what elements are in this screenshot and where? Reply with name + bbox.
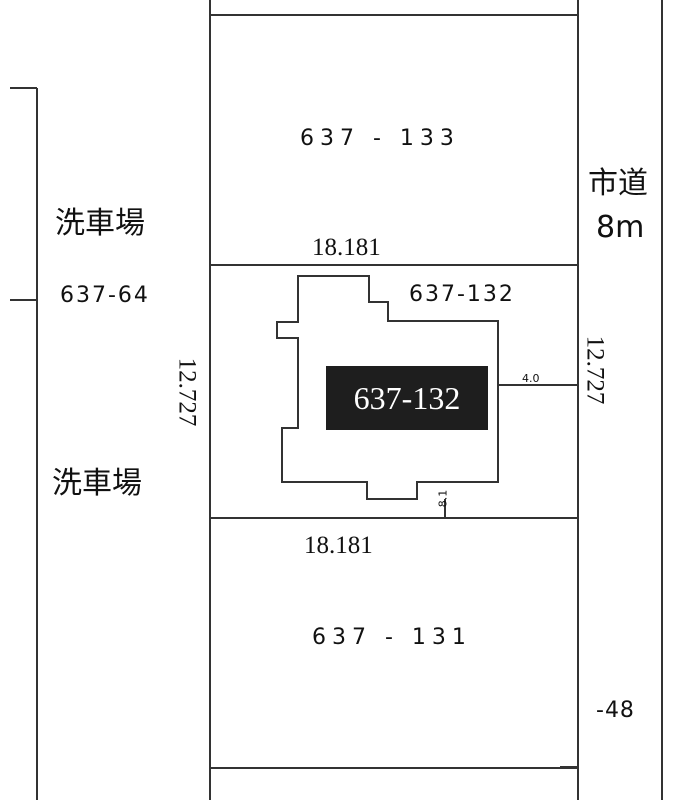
car-wash-label-upper: 洗車場: [55, 206, 145, 241]
highlight-label: 637-132: [353, 379, 461, 416]
dimension-bottom: 18.181: [304, 532, 373, 559]
setback-south: 8.1: [436, 489, 450, 508]
dimension-top: 18.181: [312, 234, 381, 261]
dimension-left: 12.727: [173, 357, 201, 427]
dimension-right: 12.727: [581, 335, 609, 405]
lot-label-north: 637 - 133: [300, 126, 460, 151]
setback-east: 4.0: [522, 372, 540, 385]
car-wash-label-lower: 洗車場: [52, 466, 142, 501]
lot-label-subject: 637-132: [409, 282, 515, 307]
lot-label-south: 637 - 131: [312, 625, 472, 650]
building-outline: [276, 275, 499, 500]
road-width: 8m: [596, 210, 645, 245]
highlight-box: 637-132: [326, 366, 488, 430]
lot-label-partial: -48: [596, 698, 635, 723]
road-name: 市道: [588, 166, 648, 201]
lot-label-west: 637-64: [60, 283, 150, 308]
